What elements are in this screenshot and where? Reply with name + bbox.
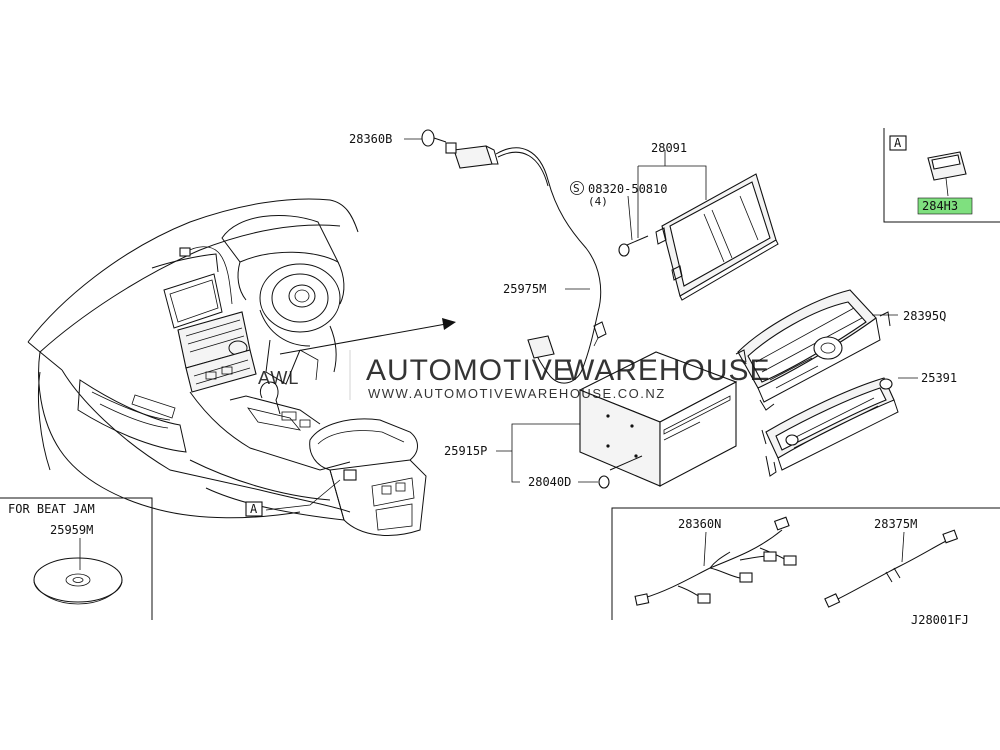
label-28395q[interactable]: 28395Q bbox=[903, 309, 946, 323]
label-28091[interactable]: 28091 bbox=[651, 141, 687, 155]
ref-marker-dash: A bbox=[245, 501, 263, 517]
inset-harness bbox=[611, 507, 1000, 620]
ref-marker-a-inset: A bbox=[894, 136, 902, 150]
watermark: AWL AUTOMOTIVE WAREHOUSE WWW.AUTOMOTIVEW… bbox=[258, 350, 771, 401]
label-25915p[interactable]: 25915P bbox=[444, 444, 487, 458]
label-284h3[interactable]: 284H3 bbox=[922, 199, 958, 213]
watermark-url: WWW.AUTOMOTIVEWAREHOUSE.CO.NZ bbox=[368, 386, 666, 401]
display-unit bbox=[618, 173, 779, 301]
diagram-code: J28001FJ bbox=[911, 613, 969, 627]
label-08320-group: S 08320-50810 (4) bbox=[570, 181, 667, 208]
watermark-name-dark: AUTOMOTIVE bbox=[366, 354, 574, 387]
label-25391[interactable]: 25391 bbox=[921, 371, 957, 385]
leader-lines bbox=[79, 138, 918, 570]
label-25975m[interactable]: 25975M bbox=[503, 282, 546, 296]
label-28375m[interactable]: 28375M bbox=[874, 517, 917, 531]
ref-marker-a-dash: A bbox=[250, 502, 258, 516]
head-unit-box bbox=[578, 351, 738, 489]
inset-beat-jam bbox=[0, 497, 153, 620]
control-panel bbox=[735, 289, 891, 411]
label-25959m[interactable]: 25959M bbox=[50, 523, 93, 537]
inset-note: FOR BEAT JAM bbox=[8, 502, 95, 516]
screw-symbol: S bbox=[573, 182, 580, 195]
label-28360b[interactable]: 28360B bbox=[349, 132, 392, 146]
label-08320-50810[interactable]: 08320-50810 bbox=[588, 182, 667, 196]
label-08320-qty: (4) bbox=[588, 195, 608, 208]
antenna-cable-assembly bbox=[421, 129, 607, 384]
inset-284h3 bbox=[883, 128, 1000, 223]
highlight-284h3 bbox=[917, 197, 973, 215]
part-labels: 28360B 28091 S 08320-50810 (4) 25975M 28… bbox=[8, 132, 969, 627]
watermark-name-red: WAREHOUSE bbox=[566, 354, 771, 387]
watermark-logo: AWL bbox=[258, 368, 299, 388]
ref-marker-inset: A bbox=[889, 135, 907, 151]
label-28040d[interactable]: 28040D bbox=[528, 475, 571, 489]
switch-panel bbox=[761, 377, 899, 477]
label-28360n[interactable]: 28360N bbox=[678, 517, 721, 531]
dashboard-illustration bbox=[27, 198, 427, 536]
assembly-arrow bbox=[279, 318, 456, 355]
